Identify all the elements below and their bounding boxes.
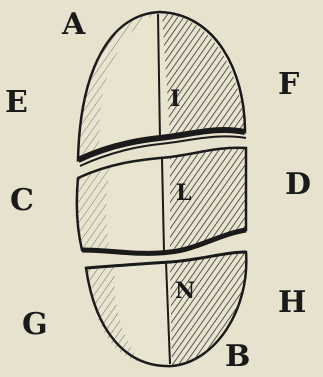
label-B: B [225,342,250,372]
label-I: I [170,88,180,110]
label-H: H [278,288,306,318]
label-L: L [176,182,191,204]
label-A: A [62,10,85,40]
label-G: G [22,310,48,340]
label-E: E [5,88,28,118]
top-section [78,12,246,166]
label-F: F [278,70,299,100]
label-N: N [175,280,195,302]
label-D: D [285,170,311,200]
label-C: C [10,186,34,216]
